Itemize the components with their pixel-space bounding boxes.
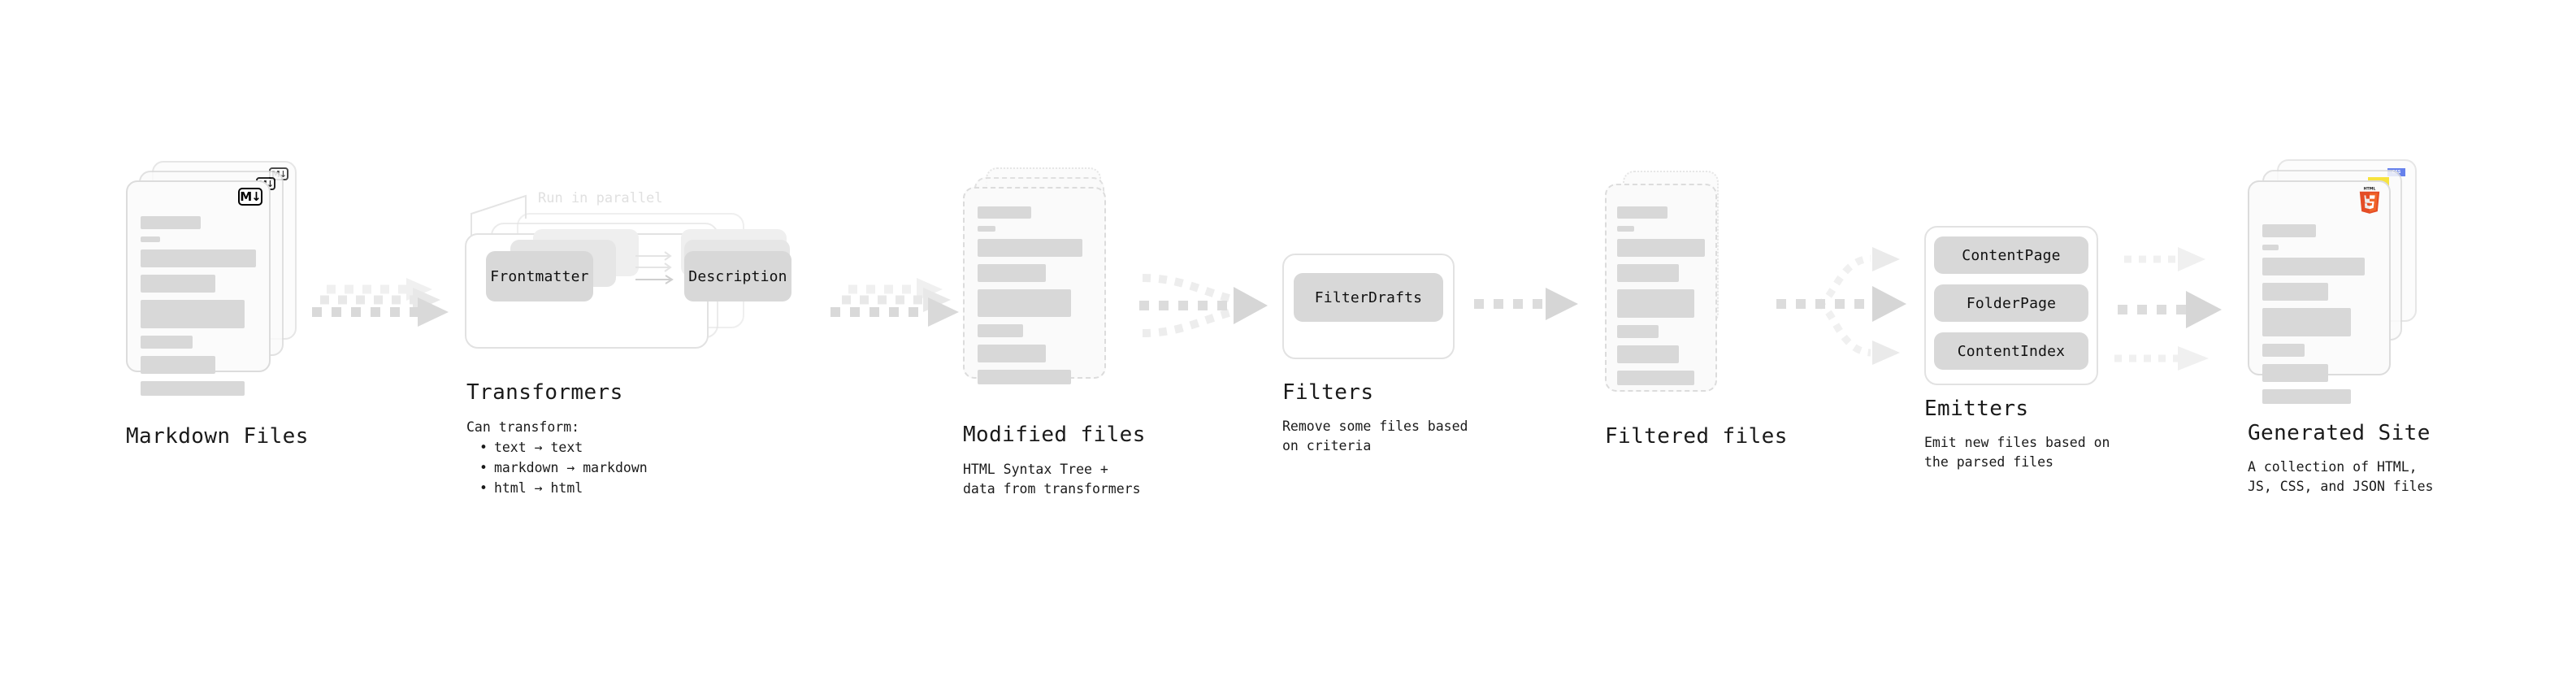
- emitter-chip-label: ContentPage: [1962, 246, 2061, 264]
- filtered-card-skeleton: [1617, 206, 1705, 393]
- markdown-logo-text: M↓: [240, 189, 261, 204]
- stage-generated-site: CSS HTML: [2248, 159, 2426, 404]
- skeleton-bar: [1617, 289, 1695, 318]
- transformers-caption-heading: Can transform:: [466, 419, 580, 435]
- skeleton-bar: [978, 226, 996, 232]
- generated-site-title: Generated Site: [2248, 421, 2431, 445]
- markdown-card-skeleton: [141, 216, 256, 403]
- connector-modified-to-filters: [1139, 274, 1268, 337]
- transformer-chip-description[interactable]: Description: [684, 251, 791, 301]
- skeleton-bar: [1617, 206, 1667, 219]
- modified-card-stack: [963, 167, 1125, 384]
- skeleton-bar: [1617, 325, 1659, 338]
- modified-files-title: Modified files: [963, 423, 1146, 447]
- skeleton-bar: [978, 324, 1023, 337]
- skeleton-bar: [978, 345, 1046, 362]
- skeleton-bar: [978, 370, 1071, 384]
- site-card-stack: CSS HTML: [2248, 159, 2426, 404]
- emitter-chip-contentpage[interactable]: ContentPage: [1934, 236, 2088, 274]
- emitter-chip-label: FolderPage: [1966, 294, 2057, 312]
- skeleton-bar: [1617, 264, 1679, 282]
- connector-filters-to-filtered: [1474, 288, 1578, 320]
- skeleton-bar: [1617, 226, 1634, 232]
- skeleton-bar: [141, 300, 245, 328]
- transformers-caption: Can transform: text → text markdown → ma…: [466, 417, 648, 498]
- site-card-front: HTML: [2248, 180, 2391, 404]
- markdown-card-front: M↓: [126, 180, 271, 396]
- modified-card-front: [963, 187, 1106, 384]
- skeleton-bar: [141, 249, 256, 267]
- emitter-chip-contentindex[interactable]: ContentIndex: [1934, 332, 2088, 370]
- stage-modified-files: [963, 167, 1125, 384]
- site-card-skeleton: [2262, 224, 2376, 411]
- emitter-chip-label: ContentIndex: [1957, 342, 2066, 360]
- filter-chip-label: FilterDrafts: [1314, 288, 1423, 306]
- run-in-parallel-label: Run in parallel: [538, 190, 663, 206]
- stage-markdown-files: M↓ M↓ M↓: [126, 161, 297, 396]
- emitters-title: Emitters: [1924, 397, 2029, 421]
- transformers-caption-list: text → text markdown → markdown html → h…: [466, 437, 648, 498]
- skeleton-bar: [141, 356, 216, 374]
- stage-filtered-files: [1605, 171, 1759, 392]
- filters-title: Filters: [1282, 380, 1374, 405]
- skeleton-bar: [1617, 371, 1695, 385]
- skeleton-bar: [141, 336, 193, 349]
- skeleton-bar: [2262, 245, 2279, 250]
- transformer-inner-arrows: [635, 251, 674, 284]
- transformers-caption-item: html → html: [479, 478, 648, 498]
- skeleton-bar: [978, 206, 1031, 219]
- skeleton-bar: [141, 381, 245, 396]
- skeleton-bar: [141, 275, 216, 293]
- generated-site-subtitle: A collection of HTML, JS, CSS, and JSON …: [2248, 459, 2434, 495]
- connector-transformers-to-modified: [830, 278, 959, 327]
- markdown-logo-icon: M↓: [238, 188, 262, 206]
- skeleton-bar: [978, 264, 1046, 282]
- skeleton-bar: [2262, 258, 2365, 275]
- skeleton-bar: [978, 239, 1082, 257]
- transformer-chip-frontmatter[interactable]: Frontmatter: [486, 251, 593, 301]
- svg-text:HTML: HTML: [2364, 186, 2376, 191]
- html5-logo-icon: HTML: [2359, 186, 2380, 214]
- skeleton-bar: [2262, 364, 2329, 382]
- connector-markdown-to-transformers: [312, 278, 449, 327]
- emitters-subtitle: Emit new files based on the parsed files: [1924, 435, 2110, 471]
- transformers-caption-item: text → text: [479, 437, 648, 458]
- markdown-files-title: Markdown Files: [126, 424, 309, 449]
- skeleton-bar: [2262, 283, 2329, 301]
- skeleton-bar: [978, 289, 1071, 317]
- skeleton-bar: [2262, 344, 2305, 357]
- run-in-parallel-bracket: [471, 194, 527, 240]
- filtered-card-stack: [1605, 171, 1759, 392]
- modified-files-subtitle: HTML Syntax Tree + data from transformer…: [963, 462, 1141, 497]
- skeleton-bar: [1617, 345, 1679, 363]
- skeleton-bar: [1617, 239, 1705, 257]
- skeleton-bar: [2262, 308, 2352, 336]
- skeleton-bar: [2262, 224, 2316, 237]
- skeleton-bar: [141, 236, 161, 242]
- filtered-files-title: Filtered files: [1605, 424, 1788, 449]
- modified-card-skeleton: [978, 206, 1091, 392]
- transformer-chip-label: Description: [688, 267, 787, 285]
- transformers-title: Transformers: [466, 380, 623, 405]
- skeleton-bar: [2262, 389, 2352, 404]
- markdown-card-stack: M↓ M↓ M↓: [126, 161, 297, 396]
- filtered-card-front: [1605, 184, 1717, 392]
- skeleton-bar: [141, 216, 201, 229]
- emitter-chip-folderpage[interactable]: FolderPage: [1934, 284, 2088, 322]
- transformers-caption-item: markdown → markdown: [479, 458, 648, 478]
- filters-subtitle: Remove some files based on criteria: [1282, 419, 1468, 454]
- transformer-chip-label: Frontmatter: [490, 267, 589, 285]
- connector-emitters-to-site: [2114, 247, 2222, 371]
- filter-chip-filterdrafts[interactable]: FilterDrafts: [1294, 273, 1443, 322]
- connector-filtered-to-emitters: [1776, 247, 1906, 365]
